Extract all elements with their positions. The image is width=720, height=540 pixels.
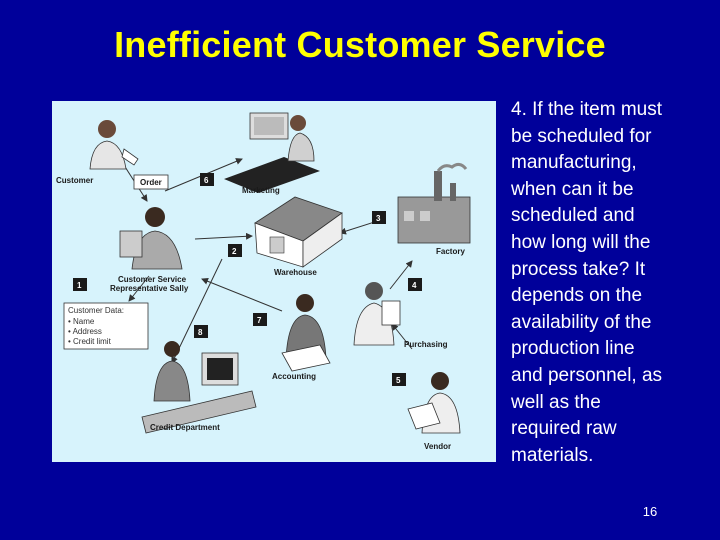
label-customer: Customer [56, 176, 93, 185]
slide-title: Inefficient Customer Service [114, 24, 606, 65]
step-badge: 5 [392, 373, 406, 386]
diagram-canvas: Customer Order Marketing Warehouse [56, 112, 471, 451]
step-number: 8 [198, 328, 203, 337]
process-diagram: Customer Order Marketing Warehouse [52, 101, 496, 462]
order-box [133, 174, 169, 190]
step-number: 6 [204, 176, 209, 185]
step-number: 1 [77, 281, 82, 290]
label-factory: Factory [436, 247, 465, 256]
label-order: Order [140, 178, 162, 187]
body-line: how long will the [511, 231, 651, 253]
label-vendor: Vendor [424, 442, 451, 451]
vendor-figure: Vendor [407, 372, 461, 451]
accounting-figure: Accounting [272, 294, 331, 381]
body-line: production line [511, 338, 635, 360]
step-badge: 1 [73, 278, 87, 291]
step-badge: 2 [228, 244, 242, 257]
body-line: materials. [511, 444, 594, 466]
step-badge: 4 [408, 278, 422, 291]
body-line: process take? It [511, 258, 646, 280]
step-badge: 8 [194, 325, 208, 338]
label-csr-line2: Representative Sally [110, 284, 189, 293]
csr-figure: Customer Service Representative Sally [110, 207, 189, 293]
step-number: 7 [257, 316, 262, 325]
label-credit-department: Credit Department [150, 423, 220, 432]
body-line: when can it be [511, 178, 634, 200]
customer-data-item: • Name [68, 317, 95, 326]
body-line: and personnel, as [511, 364, 663, 386]
body-line: depends on the [511, 285, 643, 307]
step-badge: 7 [253, 313, 267, 326]
step-badge: 3 [372, 211, 386, 224]
label-marketing: Marketing [242, 186, 280, 195]
body-line: 4. If the item must [511, 99, 662, 120]
marketing-figure: Marketing [224, 112, 320, 195]
step-number: 3 [376, 214, 381, 223]
step-number: 5 [396, 376, 401, 385]
purchasing-figure: Purchasing [353, 282, 448, 349]
customer-figure: Customer [56, 120, 139, 185]
step-number: 2 [232, 247, 237, 256]
customer-data-item: • Credit limit [68, 337, 112, 346]
body-line: be scheduled for [511, 125, 652, 147]
label-accounting: Accounting [272, 372, 316, 381]
body-line: scheduled and [511, 205, 635, 227]
body-line: availability of the [511, 311, 652, 333]
label-purchasing: Purchasing [404, 340, 448, 349]
body-line: well as the [511, 391, 601, 413]
factory-figure: Factory [397, 162, 471, 256]
customer-data-item: • Address [68, 327, 102, 336]
credit-dept-figure: Credit Department [141, 341, 257, 434]
customer-data-heading: Customer Data: [68, 306, 124, 315]
step-badge: 6 [200, 173, 214, 186]
label-csr-line1: Customer Service [118, 275, 187, 284]
label-warehouse: Warehouse [274, 268, 317, 277]
slide-body-text: 4. If the item must be scheduled for man… [511, 97, 711, 469]
page-number: 16 [642, 504, 658, 519]
customer-data-box: Customer Data: • Name • Address • Credit… [63, 302, 149, 350]
warehouse-figure: Warehouse [254, 196, 343, 277]
step-number: 4 [412, 281, 417, 290]
body-line: manufacturing, [511, 152, 637, 174]
body-line: required raw [511, 418, 617, 440]
